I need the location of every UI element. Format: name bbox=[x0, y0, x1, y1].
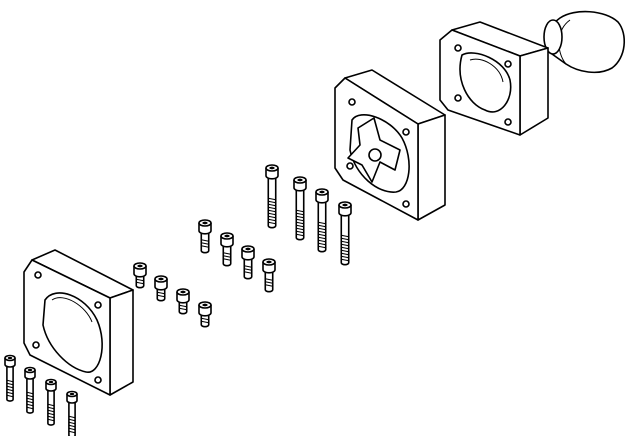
medium-screw bbox=[220, 232, 234, 267]
short-screw bbox=[133, 262, 147, 289]
long-screw-left bbox=[24, 366, 36, 414]
short-screw bbox=[154, 275, 168, 302]
long-screw-middle bbox=[293, 176, 307, 241]
long-screw-left bbox=[45, 378, 57, 426]
medium-screw bbox=[262, 258, 276, 293]
short-screw bbox=[198, 301, 212, 328]
long-screw-middle bbox=[338, 201, 352, 266]
medium-screw bbox=[198, 219, 212, 254]
adapter-housing bbox=[439, 21, 549, 136]
coupling-housing-plate bbox=[334, 69, 446, 221]
medium-screw bbox=[241, 245, 255, 280]
long-screw-left bbox=[4, 354, 16, 402]
coupling-hub bbox=[543, 10, 625, 74]
long-screw-middle bbox=[265, 164, 279, 229]
screws bbox=[4, 164, 352, 436]
long-screw-left bbox=[66, 390, 78, 436]
motor-flange-plate bbox=[23, 249, 134, 396]
long-screw-middle bbox=[315, 188, 329, 253]
short-screw bbox=[176, 288, 190, 315]
